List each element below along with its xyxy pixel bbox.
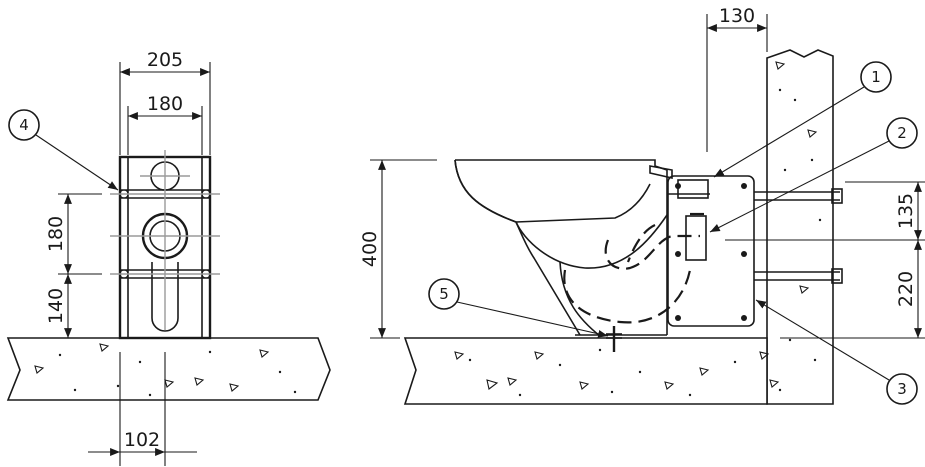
dim-102-label: 102 — [124, 429, 160, 451]
side-view: 130 400 135 220 1 — [359, 5, 925, 405]
dim-102: 102 — [88, 352, 197, 466]
internal-trap — [563, 212, 704, 324]
wall-bolts — [754, 188, 843, 284]
dim-205-label: 205 — [147, 49, 183, 71]
callout-3-label: 3 — [897, 380, 907, 398]
dim-220: 220 — [780, 240, 925, 339]
callout-5-label: 5 — [439, 285, 449, 303]
callout-5: 5 — [428, 278, 609, 338]
callout-2: 2 — [709, 117, 918, 233]
dim-135: 135 — [725, 181, 925, 241]
mounting-plate — [667, 175, 755, 327]
dim-180-horizontal-label: 180 — [147, 93, 183, 115]
dim-180-vertical: 180 — [45, 193, 102, 275]
callout-4: 4 — [8, 109, 119, 191]
toilet-bowl — [454, 159, 673, 337]
dim-205: 205 — [119, 49, 211, 155]
dim-130: 130 — [706, 5, 768, 152]
side-wall — [766, 49, 834, 405]
callout-2-label: 2 — [897, 124, 907, 142]
side-floor-slab — [403, 337, 780, 405]
front-floor-slab — [6, 337, 331, 401]
callout-1-label: 1 — [871, 68, 881, 86]
dim-400: 400 — [359, 159, 437, 339]
callout-3: 3 — [755, 299, 918, 405]
dim-400-label: 400 — [359, 231, 381, 267]
dim-140: 140 — [45, 274, 72, 338]
dim-180-vertical-label: 180 — [45, 216, 67, 252]
dim-140-label: 140 — [45, 288, 67, 324]
callout-1: 1 — [713, 61, 892, 178]
dim-180-horizontal: 180 — [127, 93, 203, 155]
front-frame — [110, 150, 220, 340]
dim-220-label: 220 — [895, 271, 917, 307]
dim-135-label: 135 — [895, 193, 917, 229]
front-view: 205 180 180 140 102 — [6, 49, 331, 466]
floor-anchor — [606, 326, 622, 352]
callout-4-label: 4 — [19, 116, 29, 134]
dim-130-label: 130 — [719, 5, 755, 27]
